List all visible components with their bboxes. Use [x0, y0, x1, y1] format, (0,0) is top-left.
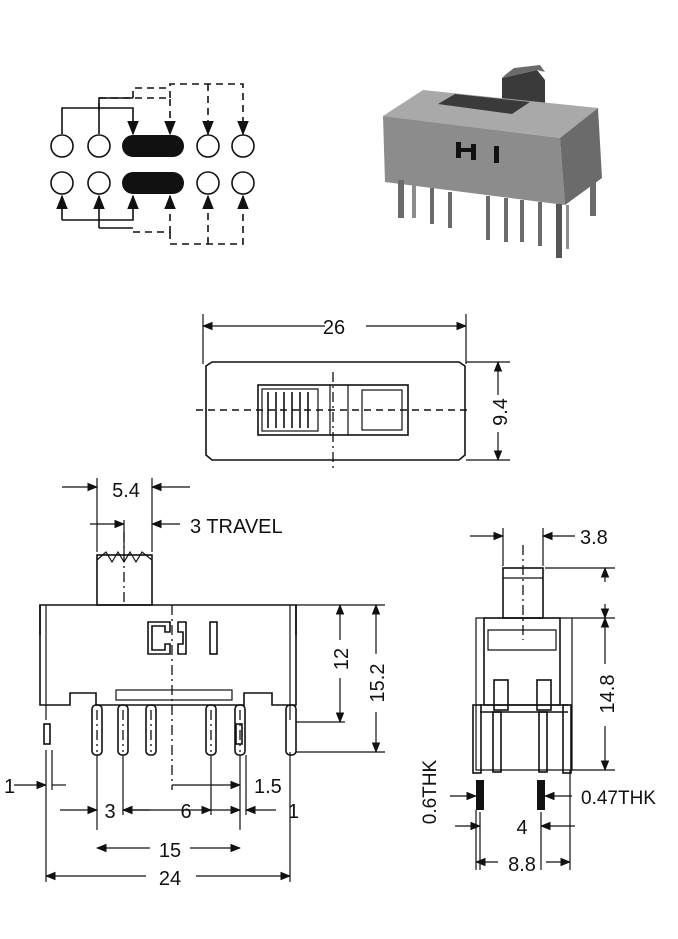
dim-length: 26 — [323, 317, 345, 339]
dim-travel: 3 TRAVEL — [190, 516, 283, 538]
side-view: 3.8 14.8 0.6THK 0.47THK 4 — [420, 527, 656, 876]
dim-actuator-side: 3.8 — [580, 527, 608, 549]
contact-circle — [231, 171, 255, 195]
dim-pitch-large: 6 — [180, 801, 191, 823]
dim-pin-width-right: 1 — [288, 801, 299, 823]
dim-overall: 24 — [159, 868, 181, 890]
circuit-diagram — [50, 83, 255, 245]
front-view: 5.4 3 TRAVEL — [4, 478, 389, 890]
dim-row-span: 15 — [159, 840, 181, 862]
slider-contact — [122, 172, 184, 194]
switch-photo — [383, 65, 602, 258]
contact-circle — [50, 171, 74, 195]
dim-pin-width-left: 1 — [4, 776, 15, 798]
dim-leg-thickness: 0.47THK — [581, 788, 656, 809]
dim-actuator-width: 5.4 — [112, 480, 140, 502]
dim-total-height: 15.2 — [367, 664, 389, 703]
dim-row-pitch: 4 — [516, 817, 527, 839]
contact-circle — [196, 171, 220, 195]
slider-contact — [122, 135, 184, 157]
contact-circle — [87, 134, 111, 158]
dim-offset: 1.5 — [254, 776, 282, 798]
dim-pitch-small: 3 — [104, 801, 115, 823]
contact-circle — [87, 171, 111, 195]
dim-pin-thickness: 0.6THK — [420, 759, 441, 824]
dim-side-width: 8.8 — [508, 854, 536, 876]
dim-side-height: 14.8 — [597, 675, 619, 714]
top-view: 26 9.4 — [196, 314, 512, 470]
contact-circle — [196, 134, 220, 158]
dim-width: 9.4 — [490, 398, 512, 426]
dim-body-height: 12 — [331, 648, 353, 670]
contact-circle — [231, 134, 255, 158]
contact-circle — [50, 134, 74, 158]
